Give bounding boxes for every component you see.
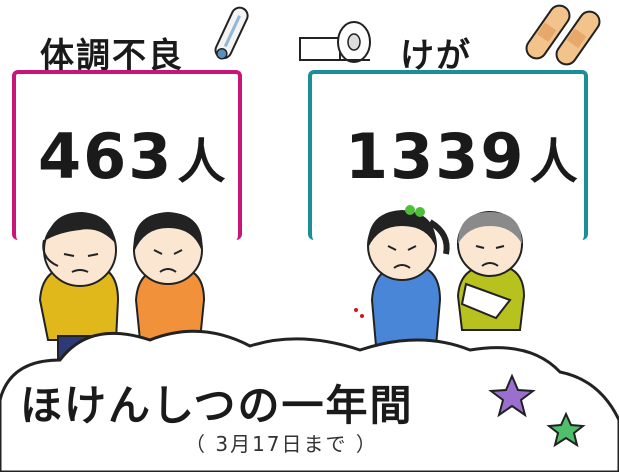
- illness-count-box: [12, 70, 242, 240]
- period-note: （ 3月17日まで ）: [185, 432, 378, 456]
- sick-girl-figure: [133, 212, 206, 341]
- toilet-paper-icon: [299, 21, 371, 63]
- illness-count-unit: 人: [177, 134, 228, 190]
- bandage-icon: [525, 4, 601, 66]
- star-icon: [488, 373, 536, 418]
- injured-girl-figure: [354, 205, 450, 347]
- injury-count-value: 1339: [345, 120, 526, 193]
- injury-count-box: [308, 70, 588, 240]
- injury-count: 1339人: [345, 120, 580, 193]
- star-icon: [546, 411, 586, 448]
- injury-title: けが: [400, 36, 472, 76]
- illness-title: 体調不良: [40, 36, 184, 76]
- thermometer-icon: [214, 6, 249, 60]
- injury-count-unit: 人: [529, 134, 580, 190]
- injured-boy-figure: [456, 211, 526, 331]
- caption: ほけんしつの一年間: [20, 381, 414, 430]
- illness-count: 463人: [38, 120, 227, 193]
- cloud-shape: [0, 329, 619, 472]
- illness-count-value: 463: [38, 120, 174, 193]
